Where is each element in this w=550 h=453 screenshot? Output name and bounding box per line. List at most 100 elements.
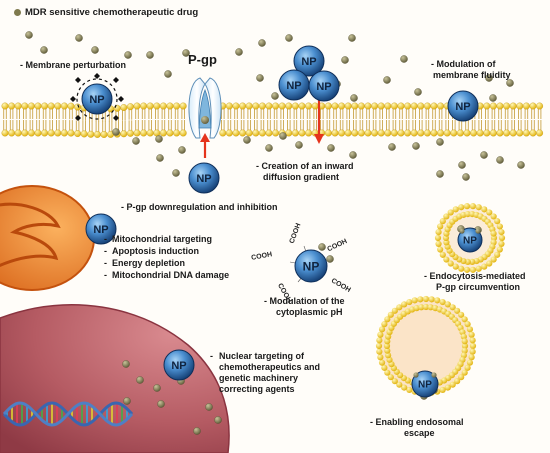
lipid-head: [401, 384, 408, 391]
drug-dot: [349, 151, 357, 159]
nanoparticle: NP: [163, 349, 195, 381]
perturbation-mark-icon: [75, 115, 81, 121]
lipid-head: [54, 129, 62, 137]
lipid-head: [423, 102, 431, 110]
lipid-head: [133, 129, 141, 137]
lipid-head: [464, 364, 471, 371]
lipid-head: [443, 213, 450, 220]
drug-dot: [414, 88, 422, 96]
drug-dot: [436, 170, 444, 178]
lipid-head: [437, 102, 445, 110]
lipid-head: [468, 354, 475, 361]
lipid-head: [422, 303, 430, 311]
lipid-head: [439, 251, 446, 258]
lipid-head: [375, 342, 383, 350]
lipid-head: [461, 338, 468, 345]
lipid-head: [466, 326, 474, 333]
drug-dot: [136, 376, 144, 384]
drug-dot: [348, 34, 356, 42]
lipid-head: [463, 203, 471, 210]
lipid-head: [245, 102, 253, 110]
lipid-head: [469, 348, 476, 355]
lipid-head: [516, 102, 524, 110]
lipid-head: [298, 129, 306, 137]
lipid-head: [536, 129, 544, 137]
lipid-head: [377, 129, 385, 137]
drug-dot: [436, 138, 444, 146]
lipid-head: [377, 354, 384, 361]
lipid-head: [439, 298, 446, 306]
lipid-head: [529, 129, 537, 137]
lipid-head: [469, 337, 476, 344]
lipid-head: [406, 386, 413, 394]
drug-dot: [517, 161, 525, 169]
nanoparticle: NP: [308, 70, 340, 102]
lipid-head: [481, 206, 488, 213]
lipid-head: [529, 102, 537, 110]
lipid-head: [494, 218, 501, 225]
lipid-head: [41, 102, 49, 110]
inward-gradient-label-2: diffusion gradient: [263, 172, 339, 182]
lipid-head: [21, 102, 29, 110]
nanoparticle: NP: [278, 69, 310, 101]
lipid-head: [443, 129, 451, 137]
lipid-head: [377, 102, 385, 110]
nanoparticle-sphere: [447, 90, 479, 122]
lipid-head: [401, 301, 408, 308]
lipid-head: [475, 204, 482, 211]
drug-dot: [146, 51, 154, 59]
nuclear-label-1: Nuclear targeting of: [219, 351, 305, 361]
drug-dot: [156, 154, 164, 162]
lipid-head: [219, 129, 227, 137]
nanoparticle-label: NP: [303, 259, 320, 273]
lipid-head: [463, 266, 471, 273]
cytoplasmic-ph-label-2: cytoplasmic pH: [276, 307, 343, 317]
lipid-head: [476, 129, 484, 137]
lipid-head: [452, 263, 459, 270]
lipid-head: [469, 266, 477, 273]
perturbation-halo: [76, 78, 118, 120]
lipid-head: [464, 211, 471, 218]
drug-dot: [124, 51, 132, 59]
membrane-perturbation-label: - Membrane perturbation: [20, 60, 127, 70]
lipid-head: [34, 102, 42, 110]
cooh-label: COOH: [251, 251, 273, 262]
endosomal-escape-label-2: escape: [404, 428, 435, 438]
lipid-head: [444, 301, 451, 308]
lipid-head: [418, 304, 425, 311]
perturbation-mark-icon: [70, 96, 76, 102]
drug-dot: [256, 74, 264, 82]
lipid-head: [417, 129, 425, 137]
lipid-head: [470, 129, 478, 137]
drug-dot: [164, 70, 172, 78]
lipid-head: [378, 359, 386, 366]
perturbation-mark-icon: [113, 77, 119, 83]
lipid-head: [490, 256, 497, 263]
lipid-head: [390, 102, 398, 110]
lipid-head: [291, 129, 299, 137]
lipid-head: [146, 129, 154, 137]
lipid-head: [458, 204, 465, 211]
nanoparticle-label: NP: [171, 360, 186, 372]
lipid-head: [461, 342, 469, 350]
lipid-head: [503, 129, 511, 137]
lipid-head: [509, 102, 517, 110]
lipid-head: [87, 130, 95, 138]
lipid-head: [469, 258, 476, 265]
nanoparticle-sphere: [308, 70, 340, 102]
nanoparticle-sphere: [293, 45, 325, 77]
lipid-head: [397, 129, 405, 137]
pgp-downregulation-label: - P-gp downregulation and inhibition: [121, 202, 278, 212]
lipid-head: [239, 102, 247, 110]
lipid-head: [404, 129, 412, 137]
mito-item-1: - Apoptosis induction: [104, 246, 199, 256]
lipid-head: [357, 102, 365, 110]
lipid-head: [133, 102, 141, 110]
lipid-head: [385, 352, 392, 359]
lipid-head: [357, 129, 365, 137]
lipid-head: [1, 129, 9, 137]
lipid-head: [452, 206, 459, 213]
perturbation-mark-icon: [113, 115, 119, 121]
drug-dot: [243, 136, 251, 144]
lipid-head: [522, 129, 530, 137]
